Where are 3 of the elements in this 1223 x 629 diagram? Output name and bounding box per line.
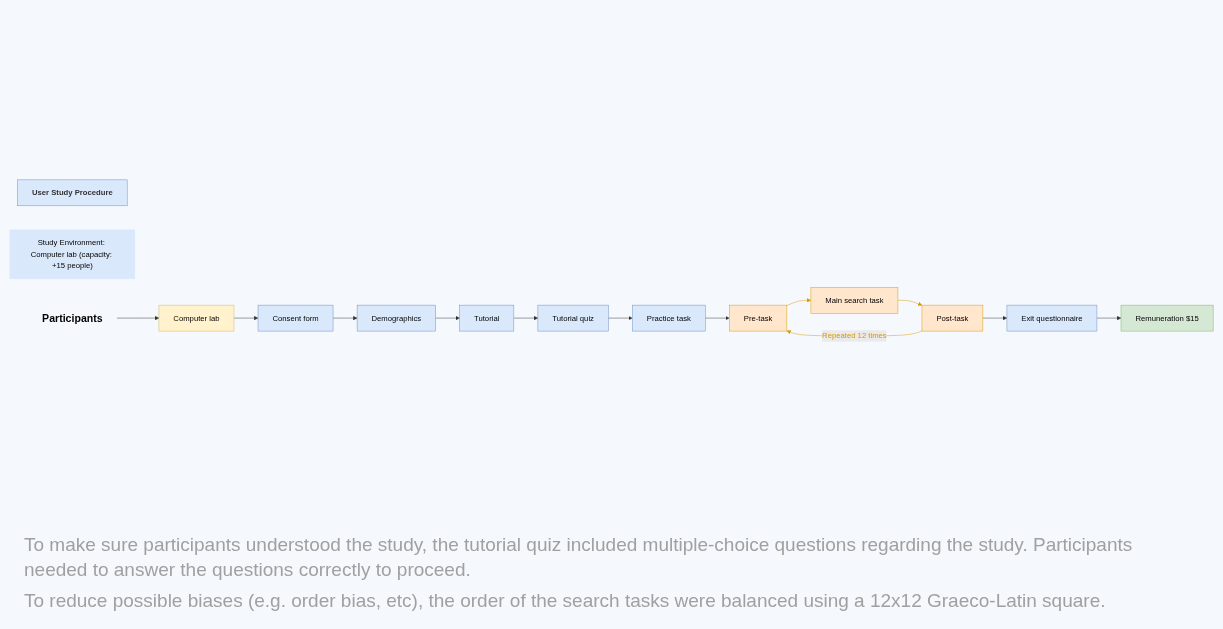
- note-text: To make sure participants understood the study, the tutorial quiz included multiple-choice questions regarding the study. Participants needed to answer the questions correctly to proceed.: [24, 533, 1134, 582]
- node-text: Participants: [42, 312, 103, 325]
- note-text: To reduce possible biases (e.g. order bias, etc), the order of the search tasks were balanced using a 12x12 Graeco-Latin square.: [24, 589, 1107, 613]
